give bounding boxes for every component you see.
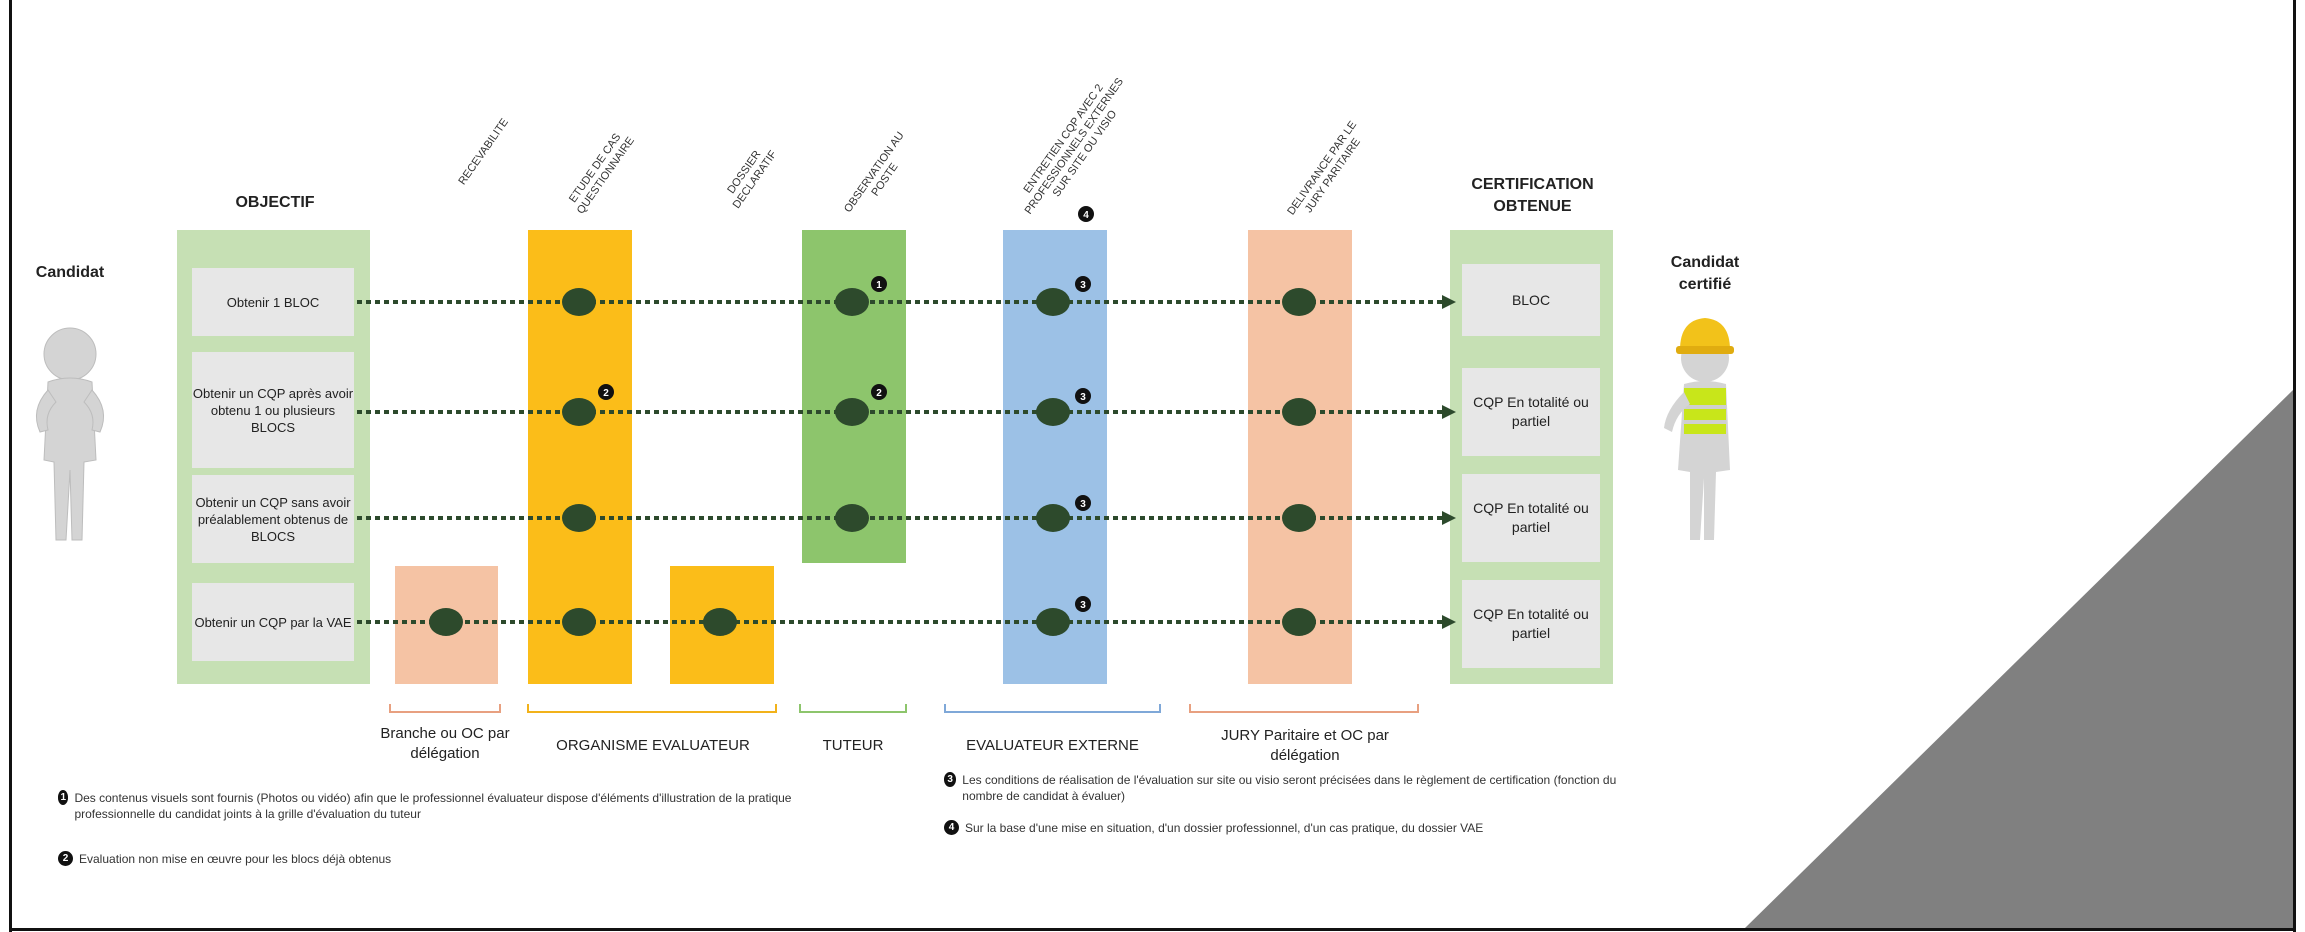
objective-3: Obtenir un CQP sans avoir préalablement … xyxy=(192,475,354,563)
objectif-title: OBJECTIF xyxy=(235,194,315,211)
badge-2-text-a: 2 xyxy=(603,388,609,399)
objective-1: Obtenir 1 BLOC xyxy=(192,268,354,336)
footnote-3-text: Les conditions de réalisation de l'évalu… xyxy=(962,773,1617,803)
certification-4: CQP En totalité ou partiel xyxy=(1462,580,1600,668)
group-label-tuteur: TUTEUR xyxy=(822,737,884,754)
objective-4: Obtenir un CQP par la VAE xyxy=(192,583,354,661)
candidat-figure xyxy=(35,327,105,541)
bracket-organisme xyxy=(527,704,777,713)
badge-3-text-c: 3 xyxy=(1080,499,1086,510)
grey-corner-decoration xyxy=(1745,390,2293,928)
dot-observation-row1 xyxy=(835,288,869,316)
group-label-branche: Branche ou OC par délégation xyxy=(380,725,510,762)
footnote-1-text: Des contenus visuels sont fournis (Photo… xyxy=(74,791,792,821)
badge-2-etude-row2 xyxy=(598,384,614,400)
badge-3-row1 xyxy=(1075,276,1091,292)
dot-dossier-row4 xyxy=(703,608,737,636)
dot-delivrance-row2 xyxy=(1282,398,1316,426)
badge-2-observation-row2 xyxy=(871,384,887,400)
dot-observation-row3 xyxy=(835,504,869,532)
bracket-tuteur xyxy=(799,704,907,713)
footnote-1-bullet: 1 xyxy=(58,790,69,805)
dot-etude-row3 xyxy=(562,504,596,532)
dot-entretien-row4 xyxy=(1036,608,1070,636)
footnote-3-bullet: 3 xyxy=(944,772,957,787)
badge-3-row2 xyxy=(1075,388,1091,404)
badge-2-text-b: 2 xyxy=(876,388,882,399)
certification-1: BLOC xyxy=(1462,264,1600,336)
dot-observation-row2 xyxy=(835,398,869,426)
certification-3: CQP En totalité ou partiel xyxy=(1462,474,1600,562)
dot-entretien-row2 xyxy=(1036,398,1070,426)
badge-3-text-a: 3 xyxy=(1080,280,1086,291)
frame-left-border xyxy=(9,0,12,932)
footnote-4-text: Sur la base d'une mise en situation, d'u… xyxy=(965,821,1484,835)
footnote-1: 1 Des contenus visuels sont fournis (Pho… xyxy=(58,790,818,822)
dot-delivrance-row4 xyxy=(1282,608,1316,636)
group-label-evaluateur: EVALUATEUR EXTERNE xyxy=(966,737,1139,754)
dot-etude-row4 xyxy=(562,608,596,636)
footnote-4-bullet: 4 xyxy=(944,820,959,835)
dot-entretien-row3 xyxy=(1036,504,1070,532)
arrow-head-2 xyxy=(1442,405,1456,419)
arrow-head-3 xyxy=(1442,511,1456,525)
dot-etude-row2 xyxy=(562,398,596,426)
footnote-2-bullet: 2 xyxy=(58,851,73,866)
footnote-2-text: Evaluation non mise en œuvre pour les bl… xyxy=(79,852,392,866)
badge-3-text-b: 3 xyxy=(1080,392,1086,403)
objective-2: Obtenir un CQP après avoir obtenu 1 ou p… xyxy=(192,352,354,468)
bracket-evaluateur xyxy=(944,704,1161,713)
badge-3-text-d: 3 xyxy=(1080,600,1086,611)
frame-right-border xyxy=(2293,0,2296,932)
dot-delivrance-row1 xyxy=(1282,288,1316,316)
frame-bottom-border xyxy=(9,928,2296,931)
dot-etude-row1 xyxy=(562,288,596,316)
certification-2: CQP En totalité ou partiel xyxy=(1462,368,1600,456)
badge-3-row3 xyxy=(1075,495,1091,511)
footnote-3: 3 Les conditions de réalisation de l'éva… xyxy=(944,772,1634,804)
candidat-label: Candidat xyxy=(35,264,105,281)
dot-delivrance-row3 xyxy=(1282,504,1316,532)
bracket-jury xyxy=(1189,704,1419,713)
footnote-2: 2 Evaluation non mise en œuvre pour les … xyxy=(58,851,818,867)
candidat-certifie-figure xyxy=(1664,318,1734,540)
candidat-certifie-label: Candidat certifié xyxy=(1670,254,1740,293)
badge-3-row4 xyxy=(1075,596,1091,612)
badge-4-entretien xyxy=(1078,206,1094,222)
group-label-organisme: ORGANISME EVALUATEUR xyxy=(556,737,750,754)
badge-4-text: 4 xyxy=(1083,210,1089,221)
badge-1-observation-row1 xyxy=(871,276,887,292)
bracket-branche xyxy=(389,704,501,713)
certification-obtenue-title: CERTIFICATION OBTENUE xyxy=(1471,176,1594,215)
badge-1-text: 1 xyxy=(876,280,882,291)
arrow-head-4 xyxy=(1442,615,1456,629)
group-label-jury: JURY Paritaire et OC par délégation xyxy=(1221,727,1389,764)
dot-entretien-row1 xyxy=(1036,288,1070,316)
arrow-head-1 xyxy=(1442,295,1456,309)
footnote-4: 4 Sur la base d'une mise en situation, d… xyxy=(944,820,1634,836)
dot-recevabilite-row4 xyxy=(429,608,463,636)
